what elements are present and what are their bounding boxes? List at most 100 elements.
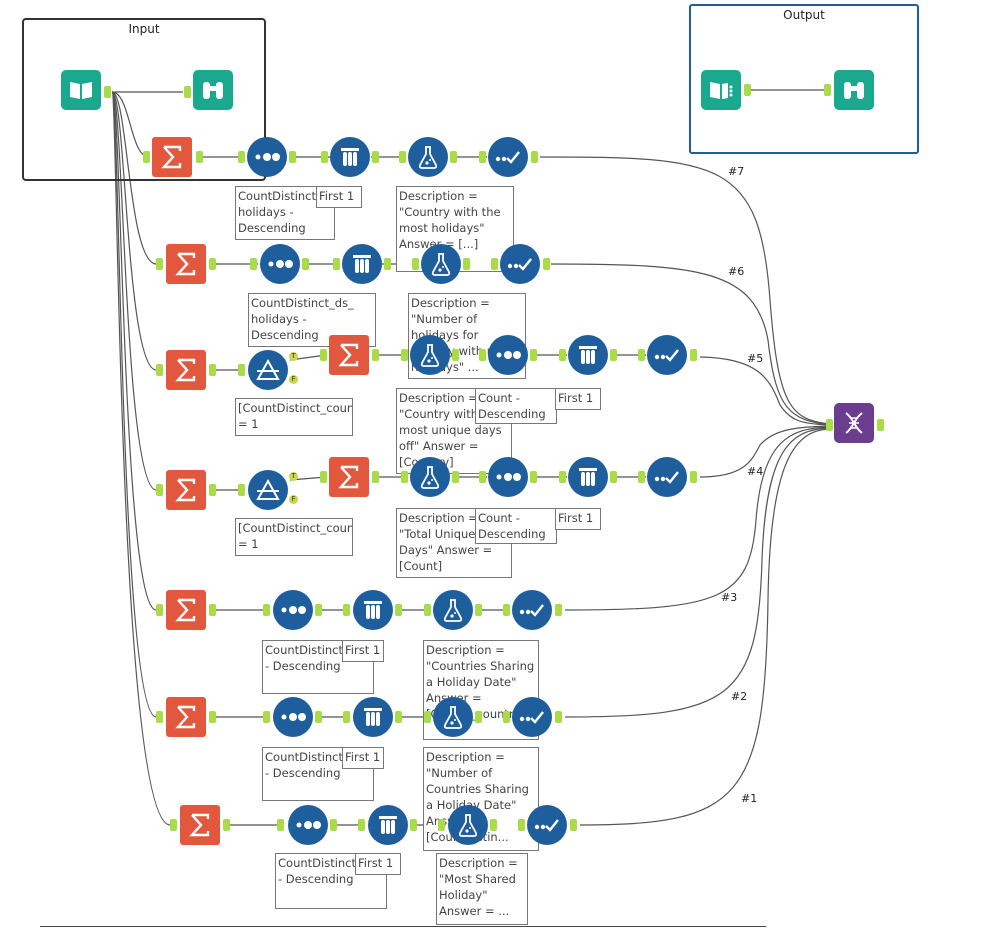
input-anchor[interactable] — [559, 471, 566, 483]
input-anchor[interactable] — [638, 471, 645, 483]
sample-tool[interactable] — [568, 335, 608, 375]
output-anchor[interactable] — [330, 819, 337, 831]
input-anchor[interactable] — [263, 604, 270, 616]
input-anchor[interactable] — [321, 151, 328, 163]
input-anchor[interactable] — [358, 819, 365, 831]
formula-tool[interactable] — [433, 590, 473, 630]
input-anchor[interactable] — [238, 151, 245, 163]
input-anchor[interactable] — [277, 819, 284, 831]
select-tool[interactable] — [512, 697, 552, 737]
input-anchor[interactable] — [263, 711, 270, 723]
input-anchor[interactable] — [638, 349, 645, 361]
filter-tool[interactable] — [248, 350, 288, 390]
sort-tool[interactable] — [488, 335, 528, 375]
input-anchor[interactable] — [238, 364, 245, 376]
output-container[interactable]: Output — [689, 4, 919, 154]
union-tool[interactable] — [834, 403, 874, 443]
output-anchor[interactable] — [690, 349, 697, 361]
output-anchor[interactable] — [372, 151, 379, 163]
output-anchor[interactable] — [555, 711, 562, 723]
input-anchor[interactable] — [250, 258, 257, 270]
input-anchor[interactable] — [143, 151, 150, 163]
output-anchor[interactable] — [610, 471, 617, 483]
output-anchor[interactable] — [490, 819, 497, 831]
sort-tool[interactable] — [273, 590, 313, 630]
formula-tool[interactable] — [421, 244, 461, 284]
sort-tool[interactable] — [488, 457, 528, 497]
input-data-tool[interactable] — [61, 70, 101, 110]
output-data-tool[interactable] — [701, 70, 741, 110]
false-output-anchor[interactable]: F — [289, 495, 298, 504]
output-anchor[interactable] — [543, 258, 550, 270]
input-anchor[interactable] — [824, 84, 831, 96]
output-anchor[interactable] — [877, 419, 884, 431]
sort-tool[interactable] — [288, 805, 328, 845]
output-anchor[interactable] — [530, 349, 537, 361]
input-anchor[interactable] — [238, 484, 245, 496]
output-anchor[interactable] — [463, 258, 470, 270]
output-anchor[interactable] — [209, 364, 216, 376]
summarize-tool[interactable] — [166, 470, 206, 510]
input-anchor[interactable] — [503, 604, 510, 616]
formula-tool[interactable] — [410, 457, 450, 497]
sample-tool[interactable] — [330, 137, 370, 177]
input-anchor[interactable] — [479, 151, 486, 163]
output-anchor[interactable] — [570, 819, 577, 831]
output-anchor[interactable] — [452, 349, 459, 361]
output-anchor[interactable] — [531, 151, 538, 163]
summarize-tool[interactable] — [166, 697, 206, 737]
input-anchor[interactable] — [399, 151, 406, 163]
summarize-tool[interactable] — [329, 457, 369, 497]
formula-tool[interactable] — [408, 137, 448, 177]
summarize-tool[interactable] — [166, 244, 206, 284]
output-anchor[interactable] — [372, 349, 379, 361]
formula-tool[interactable] — [433, 697, 473, 737]
input-anchor[interactable] — [156, 711, 163, 723]
input-anchor[interactable] — [424, 604, 431, 616]
output-anchor[interactable] — [395, 711, 402, 723]
output-anchor[interactable] — [450, 151, 457, 163]
output-anchor[interactable] — [475, 604, 482, 616]
sample-tool[interactable] — [368, 805, 408, 845]
input-anchor[interactable] — [518, 819, 525, 831]
input-container[interactable]: Input — [22, 18, 266, 181]
input-anchor[interactable] — [479, 471, 486, 483]
sort-tool[interactable] — [260, 244, 300, 284]
filter-tool[interactable] — [248, 470, 288, 510]
sort-tool[interactable] — [273, 697, 313, 737]
output-anchor[interactable] — [475, 711, 482, 723]
output-anchor[interactable] — [372, 471, 379, 483]
input-anchor[interactable] — [503, 711, 510, 723]
output-anchor[interactable] — [315, 711, 322, 723]
input-anchor[interactable] — [156, 604, 163, 616]
output-anchor[interactable] — [555, 604, 562, 616]
output-anchor[interactable] — [209, 258, 216, 270]
input-anchor[interactable] — [156, 258, 163, 270]
output-anchor[interactable] — [209, 711, 216, 723]
output-anchor[interactable] — [610, 349, 617, 361]
summarize-tool[interactable] — [166, 350, 206, 390]
output-anchor[interactable] — [104, 86, 111, 98]
select-tool[interactable] — [500, 244, 540, 284]
select-tool[interactable] — [647, 457, 687, 497]
summarize-tool[interactable] — [166, 590, 206, 630]
sample-tool[interactable] — [353, 590, 393, 630]
input-anchor[interactable] — [424, 711, 431, 723]
formula-tool[interactable] — [448, 805, 488, 845]
output-anchor[interactable] — [315, 604, 322, 616]
input-anchor[interactable] — [438, 819, 445, 831]
input-anchor[interactable] — [170, 819, 177, 831]
output-anchor[interactable] — [223, 819, 230, 831]
output-anchor[interactable] — [530, 471, 537, 483]
output-anchor[interactable] — [209, 604, 216, 616]
output-anchor[interactable] — [410, 819, 417, 831]
sample-tool[interactable] — [568, 457, 608, 497]
select-tool[interactable] — [527, 805, 567, 845]
input-anchor[interactable] — [320, 349, 327, 361]
output-anchor[interactable] — [452, 471, 459, 483]
output-anchor[interactable] — [209, 484, 216, 496]
select-tool[interactable] — [488, 137, 528, 177]
sample-tool[interactable] — [353, 697, 393, 737]
input-anchor[interactable] — [412, 258, 419, 270]
output-anchor[interactable] — [196, 151, 203, 163]
